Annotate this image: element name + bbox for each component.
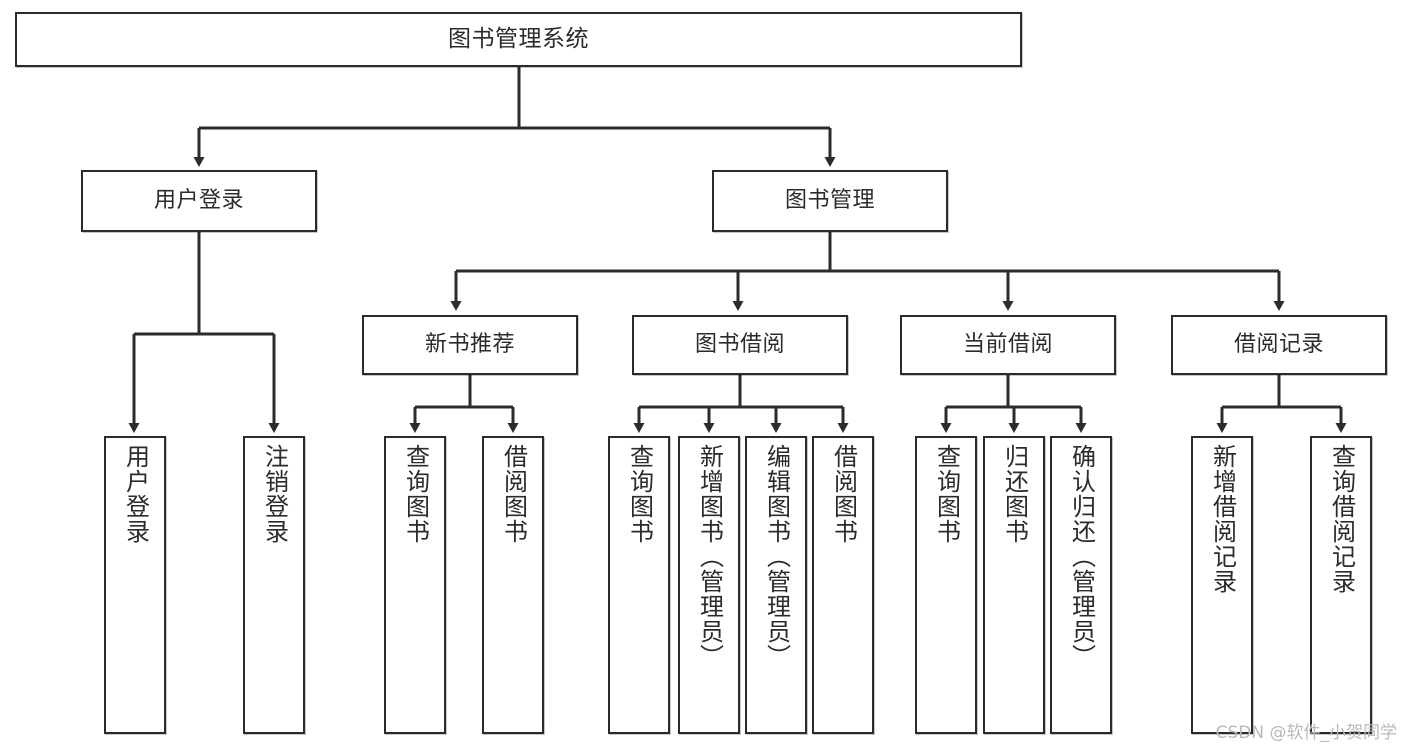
leaf-current-return-book[interactable]: 归还图书	[983, 436, 1045, 734]
node-root-system[interactable]: 图书管理系统	[15, 12, 1022, 67]
node-label: 当前借阅	[962, 332, 1053, 358]
leaf-borrow-edit-book-admin[interactable]: 编辑图书（管理员）	[745, 436, 807, 734]
leaf-recommend-borrow-book[interactable]: 借阅图书	[482, 436, 544, 734]
node-label: 图书管理系统	[448, 25, 589, 52]
csdn-watermark: CSDN @软件_小贺同学	[1215, 723, 1397, 743]
leaf-borrow-borrow-book[interactable]: 借阅图书	[812, 436, 874, 734]
node-label: 注销登录	[260, 444, 289, 544]
leaf-record-query-record[interactable]: 查询借阅记录	[1310, 436, 1372, 734]
leaf-current-query-book[interactable]: 查询图书	[915, 436, 977, 734]
node-borrow-record[interactable]: 借阅记录	[1171, 315, 1387, 375]
node-label: 用户登录	[153, 188, 244, 214]
leaf-user-login-logout[interactable]: 注销登录	[243, 436, 305, 734]
node-new-book-recommend[interactable]: 新书推荐	[362, 315, 578, 375]
leaf-record-add-record[interactable]: 新增借阅记录	[1191, 436, 1253, 734]
node-label: 编辑图书（管理员）	[762, 444, 791, 669]
node-label: 图书借阅	[694, 332, 785, 358]
node-label: 图书管理	[784, 188, 875, 214]
node-book-borrow[interactable]: 图书借阅	[632, 315, 848, 375]
leaf-current-confirm-return-admin[interactable]: 确认归还（管理员）	[1050, 436, 1112, 734]
node-label: 新书推荐	[424, 332, 515, 358]
node-label: 查询借阅记录	[1327, 444, 1356, 594]
node-user-login[interactable]: 用户登录	[81, 170, 317, 232]
node-book-management[interactable]: 图书管理	[712, 170, 948, 232]
node-label: 查询图书	[625, 444, 654, 544]
node-label: 查询图书	[401, 444, 430, 544]
node-label: 用户登录	[121, 444, 150, 544]
node-label: 借阅图书	[499, 444, 528, 544]
node-label: 新增图书（管理员）	[695, 444, 724, 669]
leaf-user-login-login[interactable]: 用户登录	[104, 436, 166, 734]
node-current-borrow[interactable]: 当前借阅	[900, 315, 1116, 375]
node-label: 新增借阅记录	[1208, 444, 1237, 594]
node-label: 查询图书	[932, 444, 961, 544]
leaf-recommend-query-book[interactable]: 查询图书	[384, 436, 446, 734]
node-label: 借阅图书	[829, 444, 858, 544]
leaf-borrow-add-book-admin[interactable]: 新增图书（管理员）	[678, 436, 740, 734]
leaf-borrow-query-book[interactable]: 查询图书	[608, 436, 670, 734]
node-label: 借阅记录	[1233, 332, 1324, 358]
node-label: 归还图书	[1000, 444, 1029, 544]
node-label: 确认归还（管理员）	[1067, 444, 1096, 669]
